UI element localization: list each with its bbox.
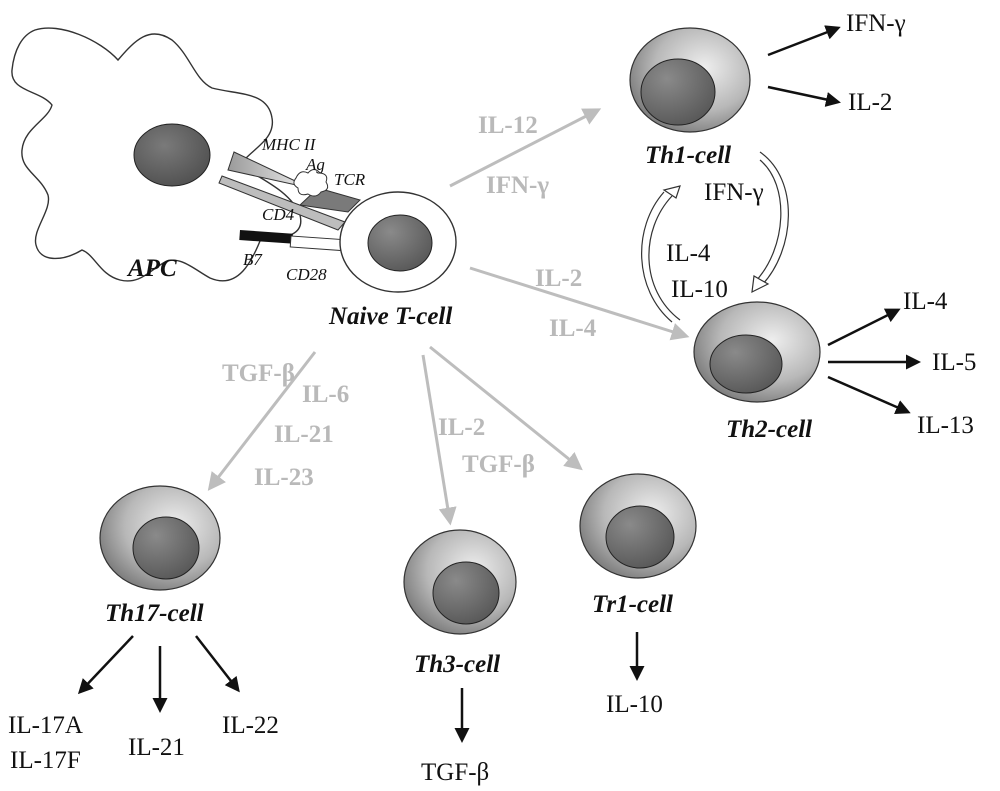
cd28-molecule bbox=[289, 235, 347, 252]
b7-molecule bbox=[239, 229, 293, 244]
crosstalk-il4: IL-4 bbox=[666, 240, 711, 267]
arrow-th2-il13 bbox=[827, 375, 911, 415]
crosstalk-arrows bbox=[641, 151, 789, 323]
inducer-th2-il2: IL-2 bbox=[535, 265, 582, 292]
inducer-th17-il6: IL-6 bbox=[302, 381, 349, 408]
arrow-th2-to-th1 bbox=[648, 195, 681, 321]
label-cd28: CD28 bbox=[286, 265, 327, 284]
product-th1-il2: IL-2 bbox=[848, 89, 892, 116]
inducer-th17-il21: IL-21 bbox=[274, 421, 334, 448]
arrow-th17-il22 bbox=[195, 635, 240, 693]
inducer-th1-ifng: IFN-γ bbox=[486, 172, 549, 199]
inducer-th2-il4: IL-4 bbox=[549, 315, 597, 342]
arrow-th1-ifng bbox=[767, 25, 841, 57]
arrow-naive-to-tr1 bbox=[429, 345, 583, 471]
arrow-naive-to-th3 bbox=[421, 354, 457, 526]
th1-cell bbox=[629, 27, 751, 133]
th2-cell bbox=[693, 301, 821, 403]
apc-cell bbox=[11, 27, 302, 282]
product-th1-ifng: IFN-γ bbox=[846, 10, 906, 37]
product-arrows bbox=[77, 25, 921, 743]
tr1-cell bbox=[579, 473, 697, 579]
product-th2-il13: IL-13 bbox=[917, 412, 974, 439]
label-th17-cell: Th17-cell bbox=[105, 600, 204, 627]
inducer-th17-tgfb: TGF-β bbox=[222, 360, 295, 387]
mhc-molecule bbox=[227, 151, 311, 189]
product-th17-il17f: IL-17F bbox=[10, 747, 81, 774]
label-th3-cell: Th3-cell bbox=[414, 651, 500, 678]
label-b7: B7 bbox=[243, 250, 263, 269]
th17-cell bbox=[99, 485, 221, 591]
inducer-th3-tgfb: TGF-β bbox=[462, 451, 535, 478]
product-th2-il5: IL-5 bbox=[932, 349, 976, 376]
apc-nucleus bbox=[133, 123, 211, 187]
product-th17-il17a: IL-17A bbox=[8, 712, 83, 739]
label-tr1-cell: Tr1-cell bbox=[592, 591, 673, 618]
immune-synapse bbox=[218, 151, 361, 252]
label-th2-cell: Th2-cell bbox=[726, 416, 812, 443]
label-naive-t-cell: Naive T-cell bbox=[328, 303, 452, 330]
inducer-arrows bbox=[207, 108, 690, 526]
label-ag: Ag bbox=[305, 155, 325, 174]
arrow-naive-to-th1 bbox=[449, 108, 602, 188]
inducer-th3-il2: IL-2 bbox=[438, 414, 485, 441]
th3-cell bbox=[403, 529, 517, 635]
cd4-molecule bbox=[218, 175, 346, 231]
arrow-naive-to-th17 bbox=[207, 351, 317, 491]
label-tcr: TCR bbox=[334, 170, 366, 189]
product-th17-il22: IL-22 bbox=[222, 712, 279, 739]
crosstalk-il10: IL-10 bbox=[671, 276, 728, 303]
product-th2-il4: IL-4 bbox=[903, 288, 948, 315]
inducer-th1-il12: IL-12 bbox=[478, 112, 538, 139]
label-mhc-ii: MHC II bbox=[261, 135, 317, 154]
label-th1-cell: Th1-cell bbox=[645, 142, 731, 169]
product-tr1-il10: IL-10 bbox=[606, 691, 663, 718]
arrow-th17-il17 bbox=[77, 635, 134, 695]
label-apc: APC bbox=[126, 255, 177, 282]
antigen-peptide bbox=[293, 169, 329, 197]
label-cd4: CD4 bbox=[262, 205, 295, 224]
arrow-naive-to-th2 bbox=[469, 266, 690, 341]
inducer-th17-il23: IL-23 bbox=[254, 464, 314, 491]
arrow-th1-il2 bbox=[767, 85, 841, 107]
arrow-th2-il4 bbox=[827, 308, 901, 347]
product-th17-il21: IL-21 bbox=[128, 734, 185, 761]
naive-t-cell bbox=[339, 191, 457, 293]
arrow-th1-to-th2 bbox=[759, 151, 789, 286]
crosstalk-ifng: IFN-γ bbox=[704, 179, 764, 206]
product-th3-tgfb: TGF-β bbox=[421, 759, 489, 786]
